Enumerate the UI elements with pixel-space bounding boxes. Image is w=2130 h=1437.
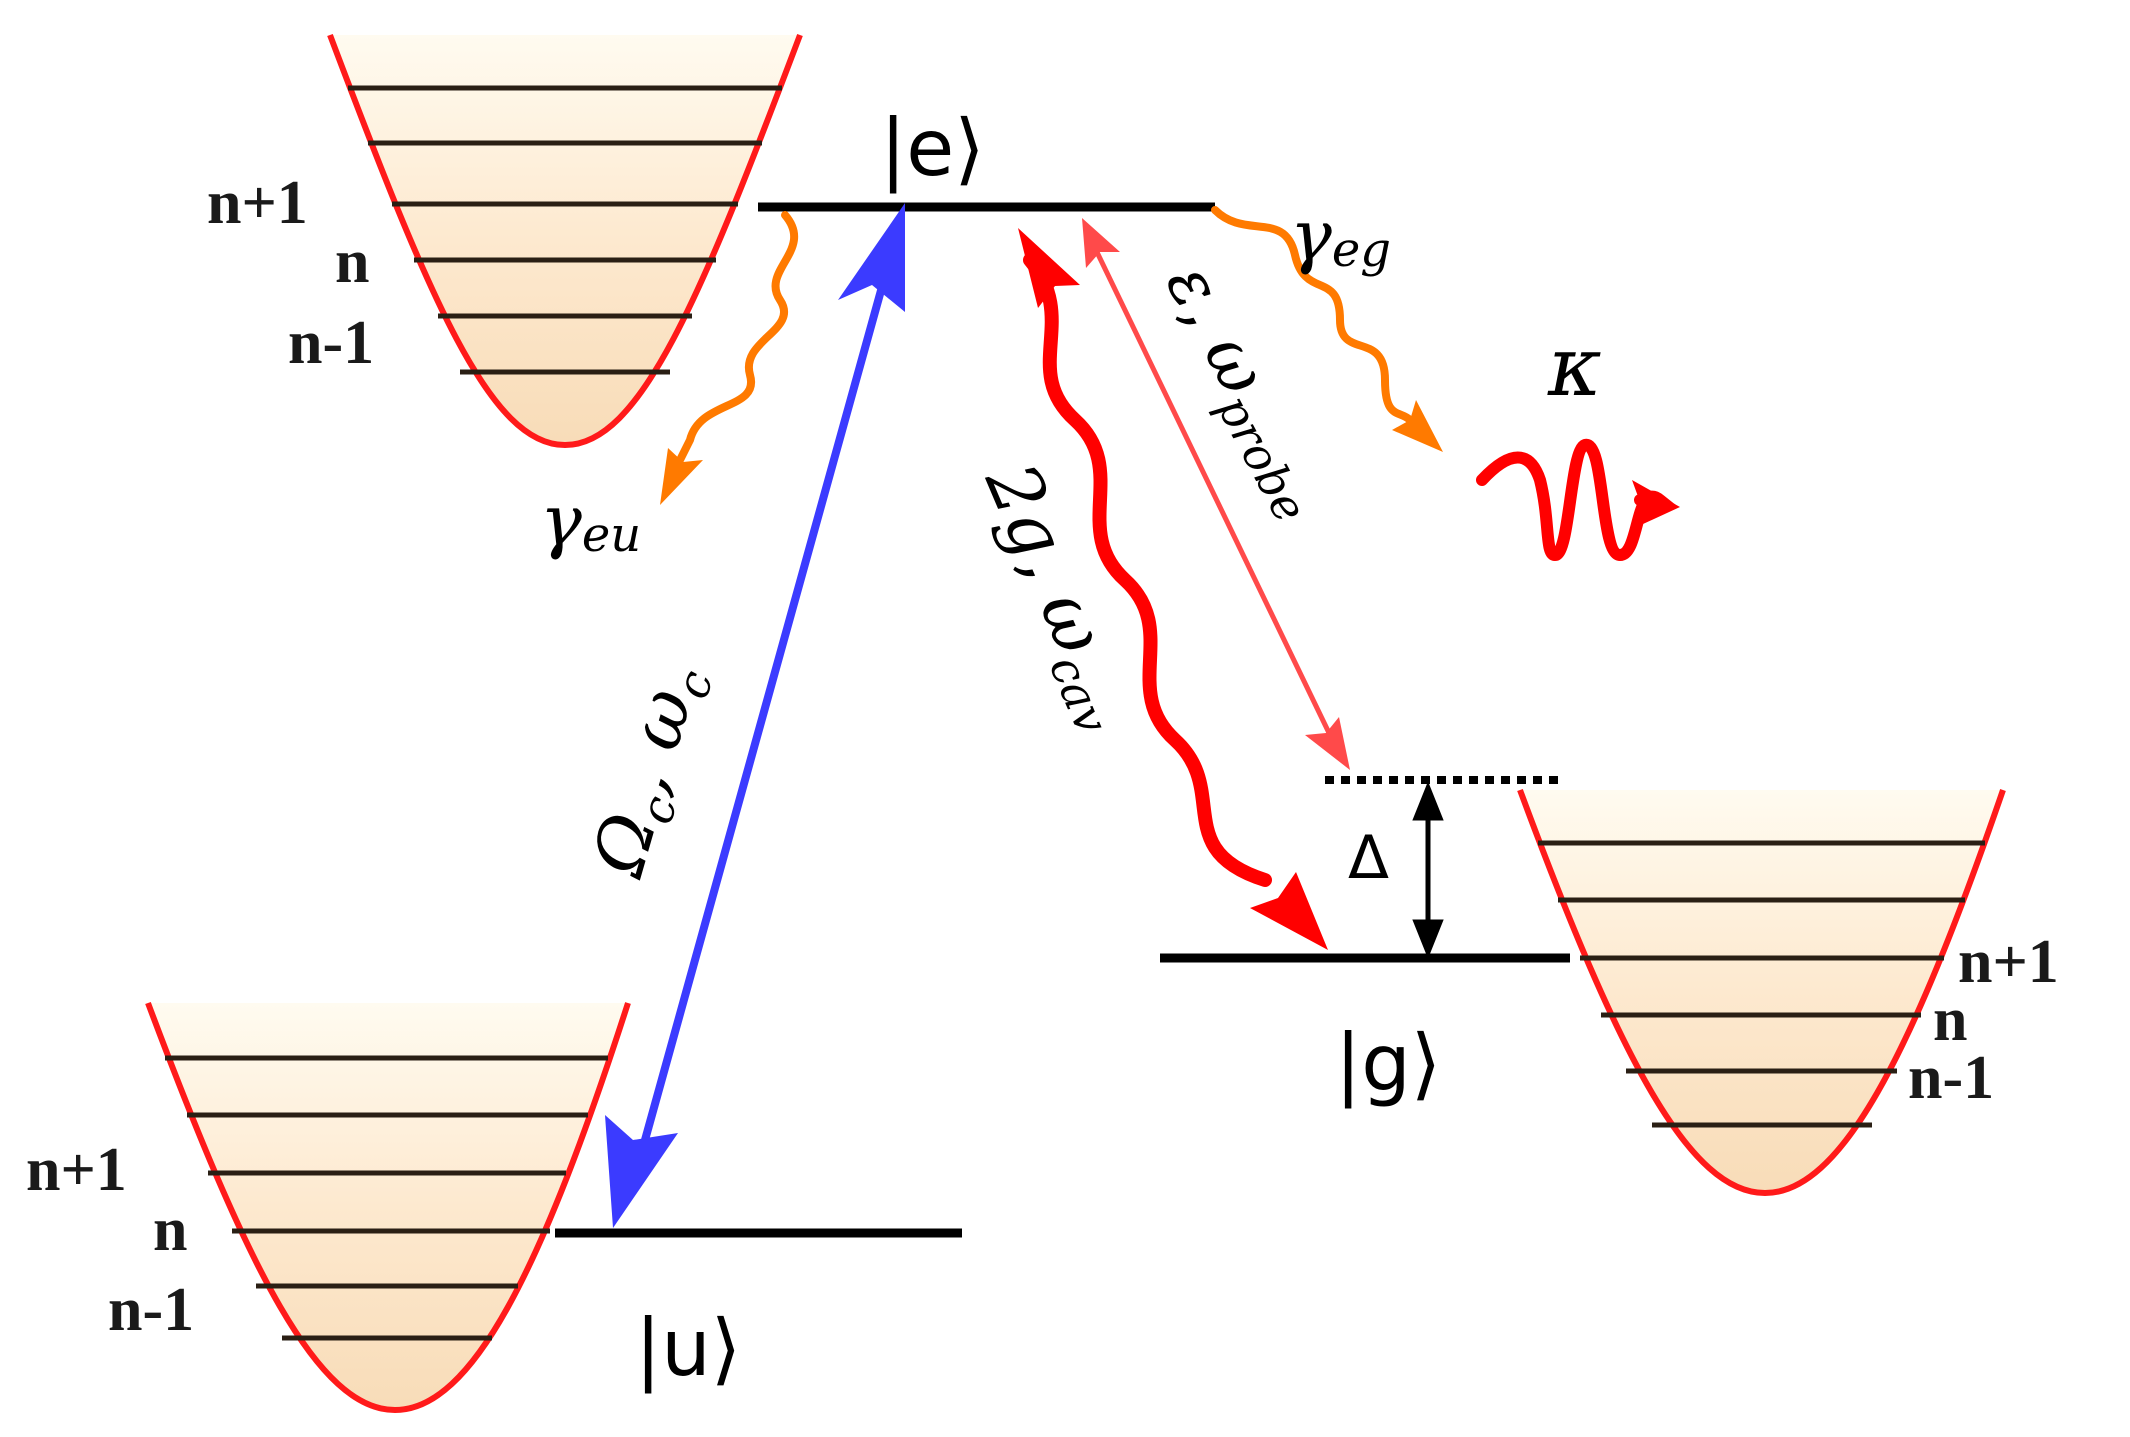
well-right-shape — [1520, 790, 2003, 1193]
detuning-label: Δ — [1348, 823, 1389, 893]
level-e-label: |e⟩ — [880, 104, 985, 194]
decay-eu-arrow — [660, 211, 799, 505]
well-bottom-left-shape — [148, 1003, 628, 1410]
well-bottom-left-curve — [145, 1001, 631, 1414]
probe-arrowhead-top — [1082, 218, 1120, 268]
level-u-label: |u⟩ — [635, 1304, 741, 1394]
cavity-arrowhead-bottom — [1250, 872, 1328, 950]
level-g-label: |g⟩ — [1335, 1019, 1441, 1109]
well-bottom-left: n+1 n n-1 — [26, 1001, 631, 1414]
well-bottom-left-label-n-minus-1: n-1 — [108, 1276, 194, 1344]
well-top-left-label-n-minus-1: n-1 — [288, 309, 374, 377]
well-bottom-left-label-n-plus-1: n+1 — [26, 1136, 127, 1204]
well-right-label-n-plus-1: n+1 — [1958, 928, 2059, 996]
cavity-arrowhead-top — [1018, 228, 1080, 308]
well-right-rungs — [1538, 840, 1985, 1128]
well-top-left-rungs — [348, 85, 782, 375]
well-top-left-shape — [330, 35, 800, 445]
well-top-left: n+1 n n-1 — [207, 33, 803, 449]
probe-arrowhead-bottom — [1305, 717, 1350, 770]
well-bottom-left-rungs — [165, 1055, 608, 1341]
well-top-left-curve — [327, 33, 803, 449]
decay-eg-label: γeg — [1290, 195, 1391, 278]
cavity-field-label: 2g, ωcav — [962, 451, 1155, 742]
detuning-arrow — [1412, 781, 1444, 959]
kappa-label: κ — [1547, 320, 1602, 415]
decay-eu-label: γeu — [540, 480, 641, 563]
control-arrowhead-top — [838, 203, 905, 312]
kappa-wavy-arrow — [1476, 439, 1680, 562]
control-field-arrow — [605, 203, 905, 1228]
well-top-left-label-n: n — [335, 228, 369, 296]
probe-field-arrow — [1082, 218, 1350, 770]
well-right: n+1 n n-1 — [1517, 788, 2059, 1197]
well-right-label-n: n — [1933, 986, 1967, 1054]
decay-eg-arrow — [1211, 206, 1443, 452]
cavity-field-arrow — [1018, 228, 1328, 950]
well-top-left-label-n-plus-1: n+1 — [207, 169, 308, 237]
probe-field-label: ε, ωprobe — [1143, 251, 1347, 531]
well-bottom-left-label-n: n — [153, 1196, 187, 1264]
well-right-curve — [1517, 788, 2006, 1197]
well-right-label-n-minus-1: n-1 — [1908, 1044, 1994, 1112]
control-field-label: Ωc, ωc — [575, 654, 723, 888]
control-arrowhead-bottom — [605, 1115, 678, 1228]
